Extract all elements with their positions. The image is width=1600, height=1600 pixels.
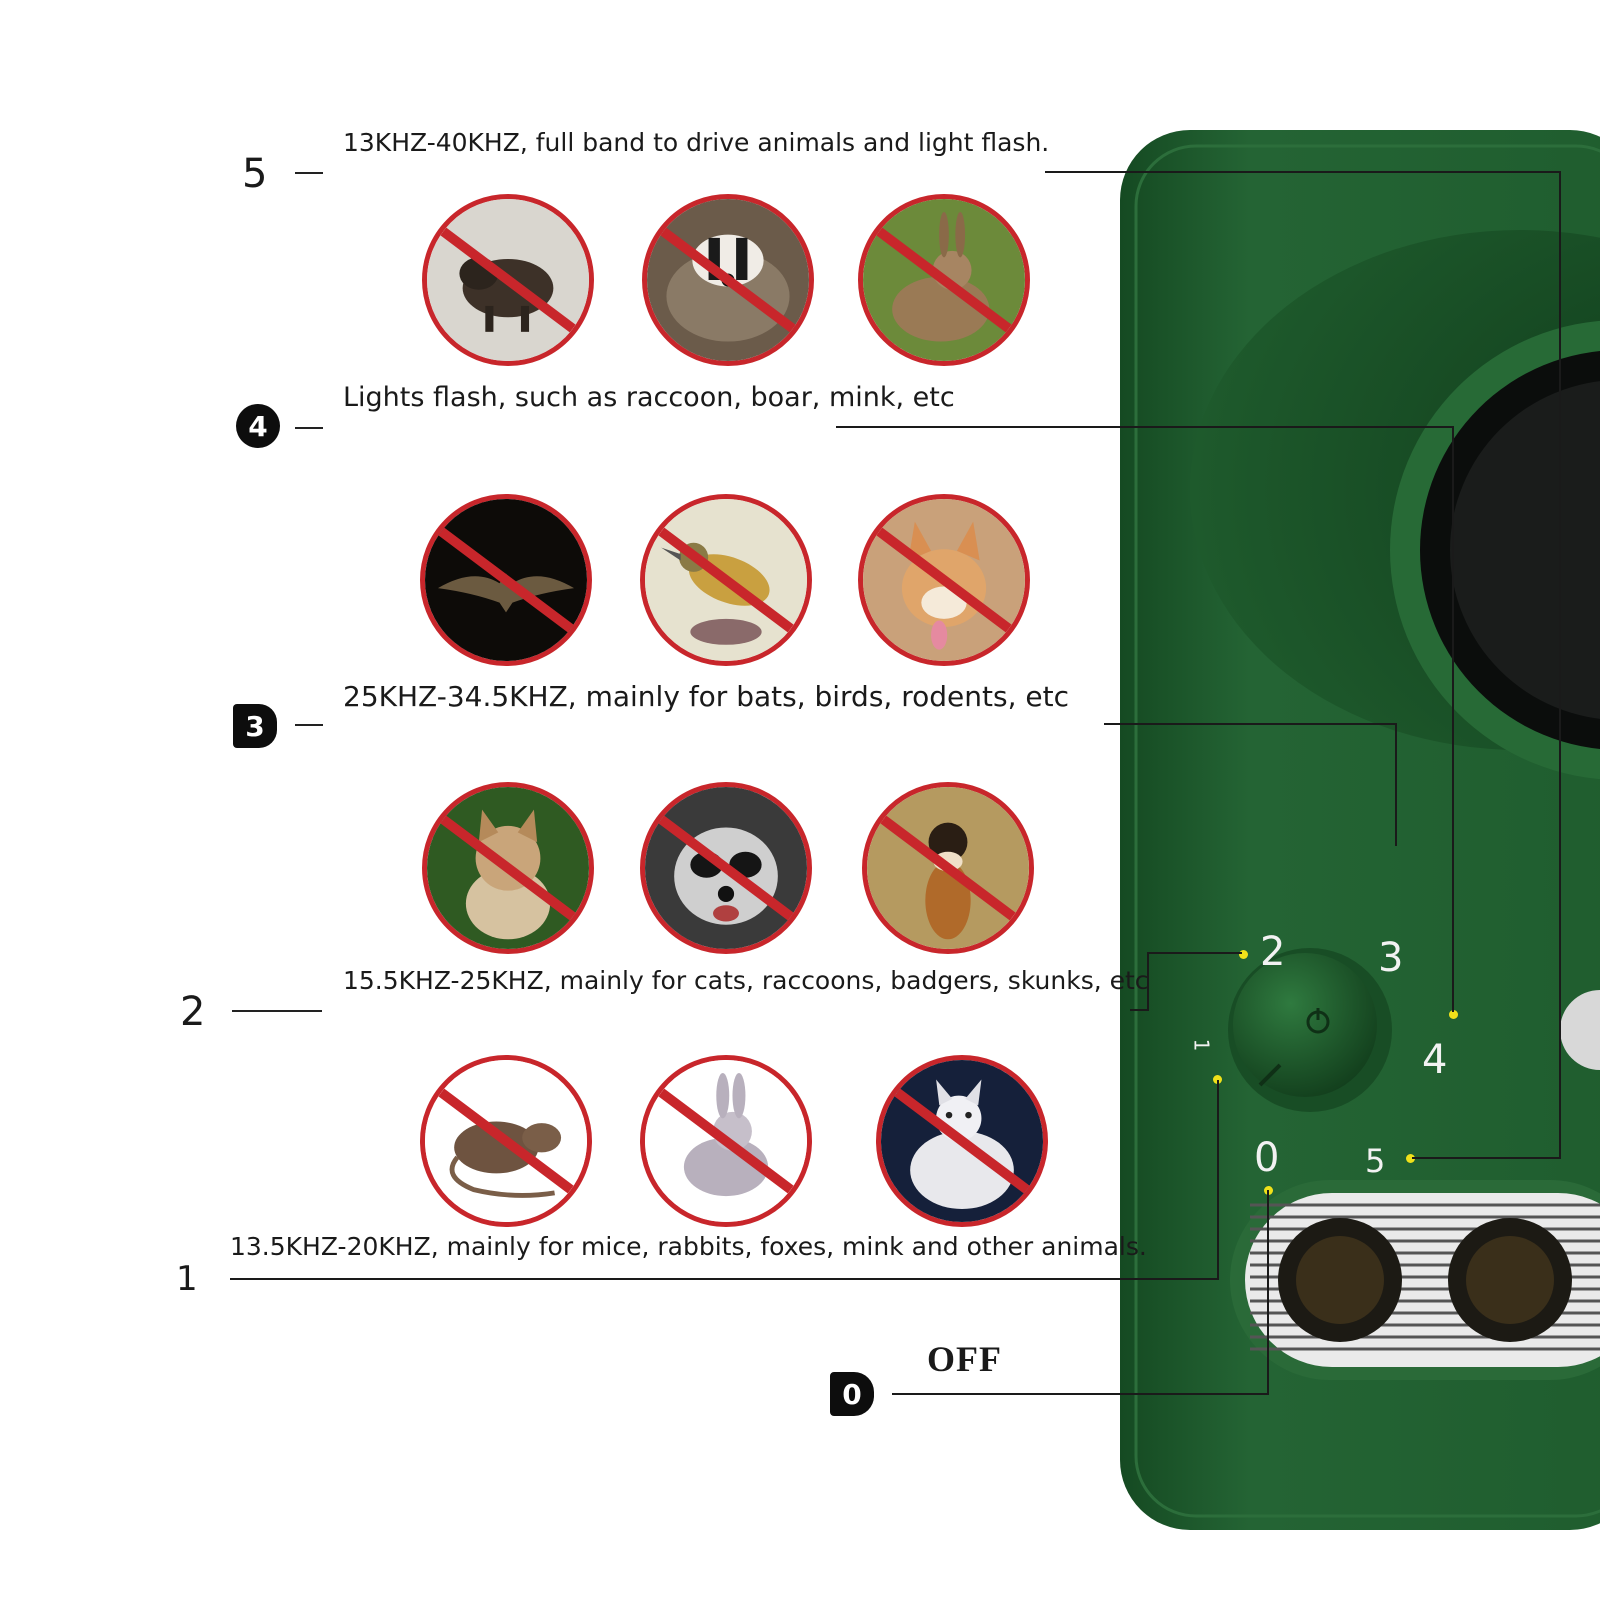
- mode-3-description: 25KHZ-34.5KHZ, mainly for bats, birds, r…: [343, 680, 1069, 713]
- mode-5-number: 5: [242, 151, 268, 197]
- marker-dot-1: [1213, 1075, 1222, 1084]
- mode-3-dash: [295, 724, 323, 726]
- mode-0-badge: 0: [830, 1372, 874, 1416]
- cat-icon: [422, 782, 594, 954]
- rabbit-icon: [858, 194, 1030, 366]
- mode-2-number: 2: [180, 989, 206, 1035]
- fox-icon: [876, 1055, 1048, 1227]
- raccoon-icon: [640, 782, 812, 954]
- marker-dot-5: [1406, 1154, 1415, 1163]
- mode-5-dash: [295, 172, 323, 174]
- mode-5-description: 13KHZ-40KHZ, full band to drive animals …: [343, 128, 1050, 157]
- mode-3-badge: 3: [233, 704, 277, 748]
- mode-2-dash: [232, 1010, 322, 1012]
- weasel-icon: [862, 782, 1034, 954]
- bat-icon: [420, 494, 592, 666]
- repeller-device: [1120, 130, 1600, 1530]
- mode-4-dash: [295, 427, 323, 429]
- mode-1-number: 1: [176, 1259, 198, 1299]
- rat-icon: [420, 1055, 592, 1227]
- marker-dot-4: [1449, 1010, 1458, 1019]
- mode-1-description: 13.5KHZ-20KHZ, mainly for mice, rabbits,…: [230, 1232, 1147, 1261]
- mode-2-description: 15.5KHZ-25KHZ, mainly for cats, raccoons…: [343, 966, 1149, 995]
- mode-4-badge: 4: [236, 404, 280, 448]
- bird-icon: [640, 494, 812, 666]
- dial-label-2: 2: [1260, 929, 1286, 975]
- badger-icon: [642, 194, 814, 366]
- marker-dot-2: [1239, 950, 1248, 959]
- dial-label-0: 0: [1254, 1135, 1280, 1181]
- off-label: OFF: [927, 1339, 1002, 1379]
- dog-icon: [858, 494, 1030, 666]
- mode-4-description: Lights flash, such as raccoon, boar, min…: [343, 382, 955, 413]
- dial-label-5: 5: [1365, 1142, 1386, 1180]
- boar-icon: [422, 194, 594, 366]
- dial-label-4: 4: [1422, 1037, 1448, 1083]
- bunny-icon: [640, 1055, 812, 1227]
- dial-label-3: 3: [1378, 935, 1404, 981]
